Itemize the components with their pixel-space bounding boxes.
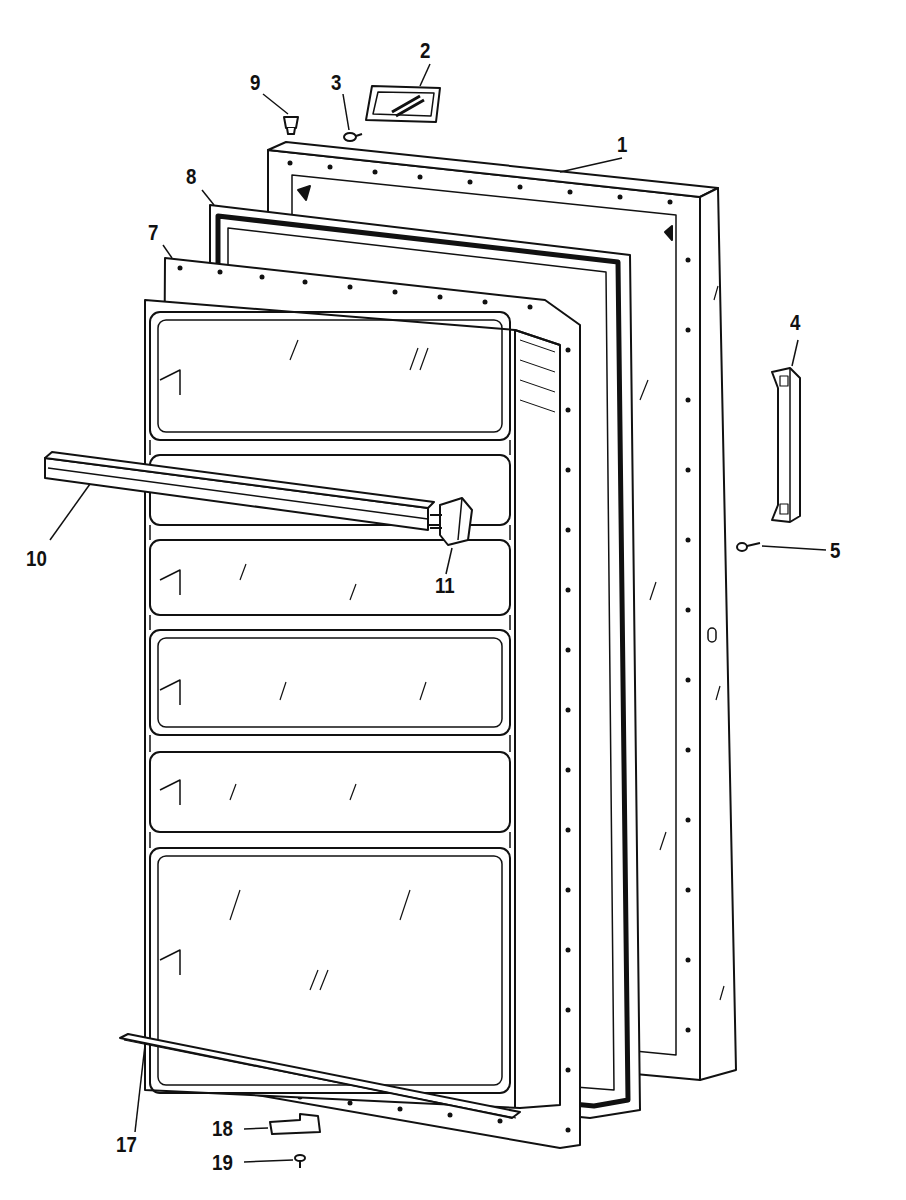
- bottom-rail: [120, 1034, 520, 1118]
- hinge-plate: [366, 86, 440, 122]
- screw: [344, 133, 362, 141]
- bracket: [270, 1114, 320, 1134]
- door-rail: [45, 452, 434, 530]
- callout-number: 2: [420, 40, 430, 62]
- screw: [295, 1155, 305, 1168]
- callout-number: 5: [830, 540, 840, 562]
- plug: [284, 117, 298, 134]
- callout-number: 17: [116, 1134, 137, 1156]
- callout-number: 9: [250, 72, 260, 94]
- handle: [772, 368, 800, 522]
- callout-number: 1: [617, 134, 627, 156]
- callout-number: 7: [148, 222, 158, 244]
- callout-number: 19: [212, 1152, 233, 1174]
- screw: [737, 543, 760, 551]
- callout-number: 3: [331, 72, 341, 94]
- callout-number: 18: [212, 1118, 233, 1140]
- callout-number: 4: [790, 312, 800, 334]
- rail-clip: [430, 498, 472, 545]
- callout-number: 11: [435, 575, 455, 597]
- inner-liner: [145, 258, 580, 1148]
- leader-lines: [50, 64, 826, 1162]
- callout-number: 10: [26, 548, 47, 570]
- callout-number: 8: [186, 166, 196, 188]
